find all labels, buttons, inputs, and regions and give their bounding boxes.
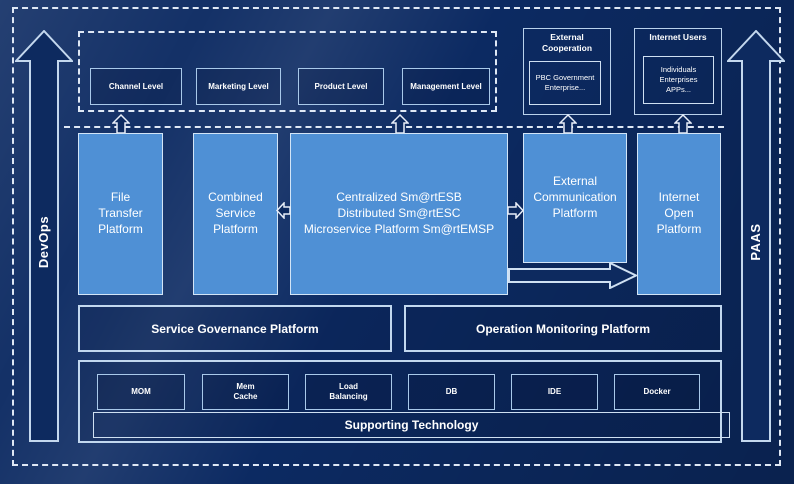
- left-arrow-icon: [276, 202, 291, 219]
- service-governance-platform-box: Service Governance Platform: [78, 305, 392, 352]
- tech-box-docker: Docker: [614, 374, 700, 410]
- service-governance-label: Service Governance Platform: [151, 321, 319, 336]
- levels-dashed-box: [78, 31, 497, 112]
- right-arrow-icon: [507, 202, 524, 219]
- external-communication-platform-box: External Communication Platform: [523, 133, 627, 263]
- up-arrow-icon: [674, 114, 692, 134]
- level-label: Marketing Level: [208, 82, 269, 91]
- flow-right-arrow-icon: [508, 262, 637, 289]
- level-box-product: Product Level: [298, 68, 384, 105]
- central-esb-platform-box: Centralized Sm@rtESB Distributed Sm@rtES…: [290, 133, 508, 295]
- level-label: Product Level: [314, 82, 368, 91]
- external-cooperation-box: External Cooperation PBC Government Ente…: [523, 28, 611, 115]
- external-cooperation-title: External Cooperation: [541, 32, 593, 54]
- level-box-management: Management Level: [402, 68, 490, 105]
- internet-users-box: Internet Users Individuals Enterprises A…: [634, 28, 722, 115]
- tech-box-db: DB: [408, 374, 495, 410]
- devops-up-arrow-icon: [15, 30, 73, 442]
- level-label: Channel Level: [108, 82, 164, 91]
- external-cooperation-members: PBC Government Enterprise...: [529, 61, 601, 105]
- level-box-channel: Channel Level: [90, 68, 182, 105]
- level-box-marketing: Marketing Level: [196, 68, 281, 105]
- operation-monitoring-label: Operation Monitoring Platform: [476, 321, 650, 336]
- up-arrow-icon: [391, 114, 409, 134]
- tech-box-load-balancing: Load Balancing: [305, 374, 392, 410]
- supporting-technology-bar: Supporting Technology: [93, 412, 730, 438]
- devops-label: DevOps: [36, 215, 51, 269]
- internet-open-platform-box: Internet Open Platform: [637, 133, 721, 295]
- paas-up-arrow-icon: [727, 30, 785, 442]
- up-arrow-icon: [112, 114, 130, 134]
- operation-monitoring-platform-box: Operation Monitoring Platform: [404, 305, 722, 352]
- level-label: Management Level: [410, 82, 482, 91]
- supporting-technology-label: Supporting Technology: [344, 418, 479, 432]
- internet-users-members: Individuals Enterprises APPs...: [643, 56, 714, 104]
- tech-box-mom: MOM: [97, 374, 185, 410]
- outer-dashed-frame: [12, 7, 781, 466]
- tech-box-ide: IDE: [511, 374, 598, 410]
- file-transfer-platform-box: File Transfer Platform: [78, 133, 163, 295]
- tech-box-mem-cache: Mem Cache: [202, 374, 289, 410]
- internet-users-title: Internet Users: [649, 32, 707, 42]
- up-arrow-icon: [559, 114, 577, 134]
- dashed-separator-line: [64, 126, 724, 128]
- combined-service-platform-box: Combined Service Platform: [193, 133, 278, 295]
- paas-label: PAAS: [748, 223, 763, 261]
